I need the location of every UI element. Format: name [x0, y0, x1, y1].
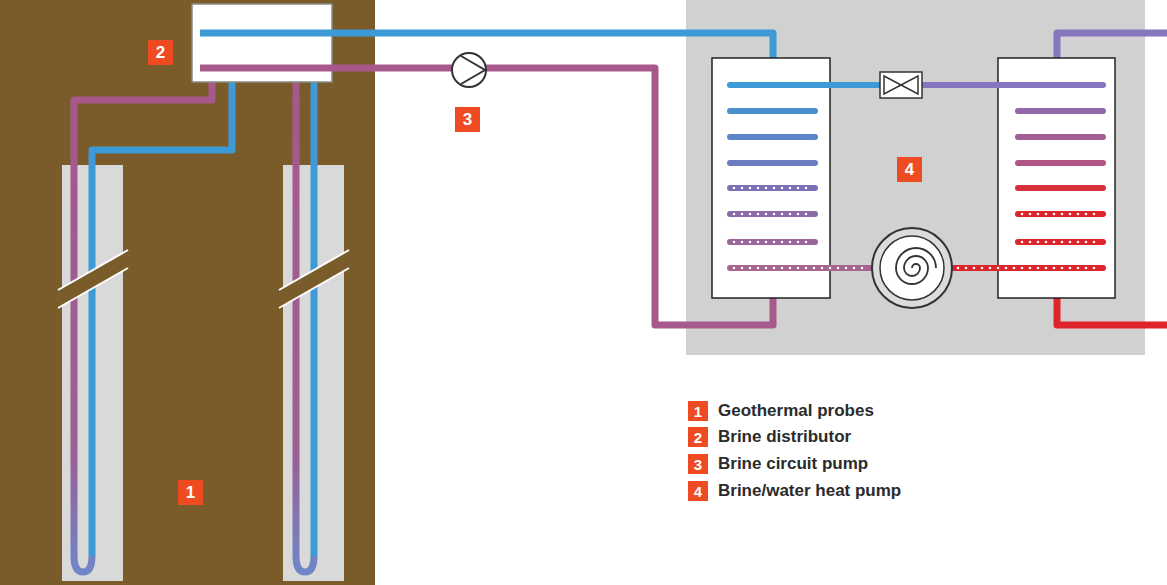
- callout-number: 1: [178, 480, 203, 505]
- evaporator: [712, 58, 830, 298]
- pump-symbol: [452, 53, 486, 87]
- heating-flow-pipe: [1057, 33, 1167, 60]
- callout-number: 3: [688, 454, 708, 474]
- heat-pump-housing: [686, 0, 1145, 355]
- callout-number: 4: [688, 481, 708, 501]
- compressor-symbol: [872, 228, 952, 308]
- probe-break: [58, 250, 349, 308]
- legend-text: Brine/water heat pump: [718, 481, 901, 501]
- ground: [0, 0, 375, 585]
- heating-return-pipe: [1057, 296, 1167, 325]
- legend-text: Geothermal probes: [718, 401, 874, 421]
- return-pipe: [200, 68, 773, 325]
- legend-text: Brine distributor: [718, 427, 851, 447]
- probe-pipe: [92, 60, 232, 556]
- callout-number: 3: [455, 107, 480, 132]
- probe-pipe: [311, 30, 318, 556]
- condenser: [998, 58, 1115, 298]
- callout-number: 2: [148, 40, 173, 65]
- supply-pipe: [200, 33, 773, 60]
- expansion-valve: [880, 72, 922, 98]
- callout-number: 2: [688, 427, 708, 447]
- legend-text: Brine circuit pump: [718, 454, 868, 474]
- callout-number: 4: [897, 157, 922, 182]
- callout-number: 1: [688, 401, 708, 421]
